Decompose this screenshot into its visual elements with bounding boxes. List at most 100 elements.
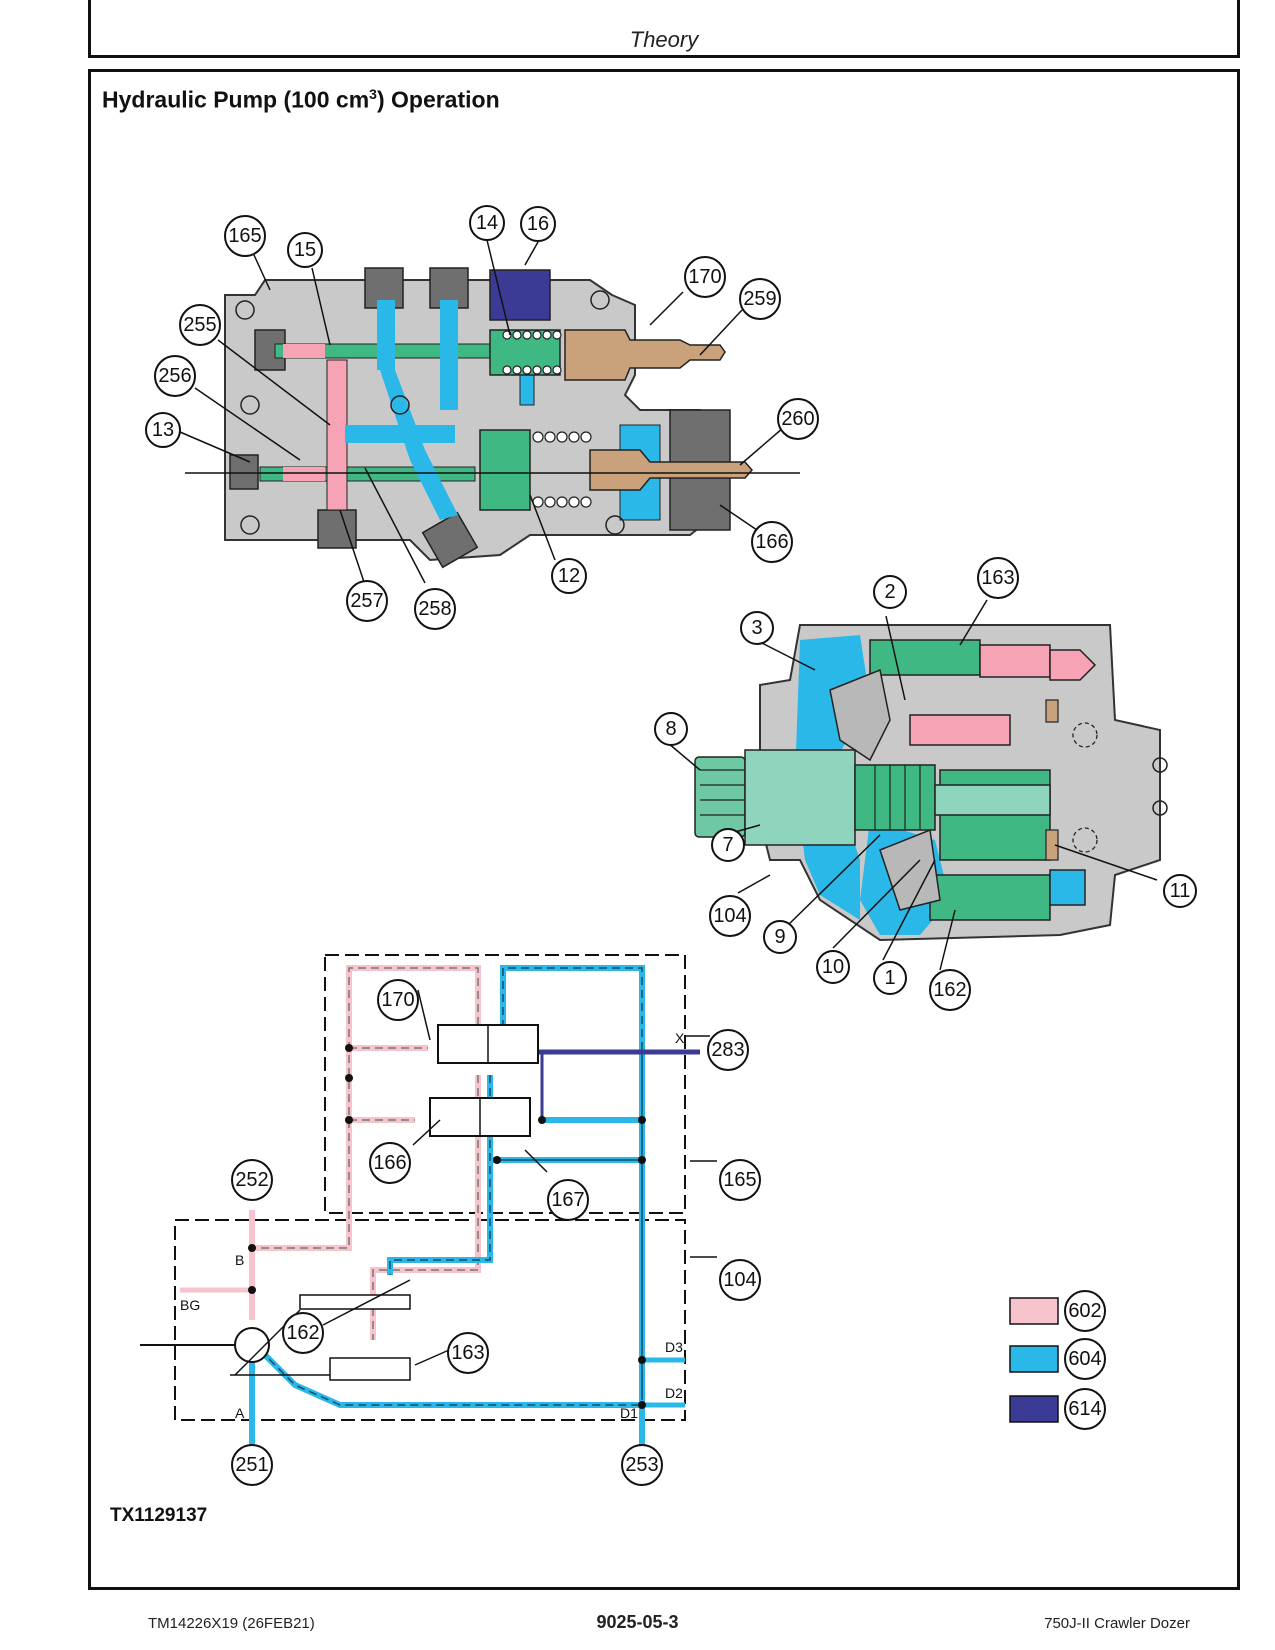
callout-162-schematic: 162 (282, 1312, 324, 1354)
figure-id: TX1129137 (110, 1505, 208, 1526)
callout-12: 12 (551, 558, 587, 594)
callout-104: 104 (709, 895, 751, 937)
callout-15: 15 (287, 232, 323, 268)
legend-item-614: 614 (1009, 1388, 1106, 1430)
callout-2: 2 (873, 575, 907, 609)
callout-165-schematic: 165 (719, 1159, 761, 1201)
callout-166-schematic: 166 (369, 1142, 411, 1184)
svg-text:604: 604 (1068, 1348, 1101, 1370)
svg-text:166: 166 (755, 531, 788, 553)
svg-text:104: 104 (713, 905, 746, 927)
callout-170: 170 (684, 256, 726, 298)
footer-machine: 750J-II Crawler Dozer (1044, 1615, 1190, 1632)
pump-callouts: 3 2 163 8 7 104 9 10 1 162 11 (654, 557, 1197, 1011)
footer-doc-id: TM14226X19 (26FEB21) (148, 1615, 315, 1632)
svg-text:257: 257 (350, 590, 383, 612)
valve-callouts: 165 15 14 16 170 259 255 256 13 260 166 … (145, 205, 819, 630)
callout-253: 253 (621, 1444, 663, 1486)
svg-text:163: 163 (981, 567, 1014, 589)
svg-text:163: 163 (451, 1342, 484, 1364)
svg-text:252: 252 (235, 1169, 268, 1191)
callout-166: 166 (751, 521, 793, 563)
callout-260: 260 (777, 398, 819, 440)
control-valve-drawing (185, 267, 800, 569)
color-legend: 602 604 614 (1009, 1290, 1106, 1430)
port-label-b: B (235, 1252, 244, 1268)
callout-14: 14 (469, 205, 505, 241)
svg-text:260: 260 (781, 408, 814, 430)
content-frame (88, 69, 1240, 1590)
svg-text:602: 602 (1068, 1300, 1101, 1322)
port-label-a: A (235, 1405, 245, 1421)
callout-252: 252 (231, 1159, 273, 1201)
svg-text:3: 3 (751, 617, 762, 639)
legend-item-604: 604 (1009, 1338, 1106, 1380)
title-rest: ) Operation (376, 86, 500, 113)
svg-text:251: 251 (235, 1454, 268, 1476)
svg-text:2: 2 (884, 581, 895, 603)
svg-text:12: 12 (558, 565, 580, 587)
section-title: Theory (629, 27, 699, 52)
hydraulic-schematic: X B BG A D1 D2 D3 (140, 954, 700, 1445)
svg-text:253: 253 (625, 1454, 658, 1476)
callout-13: 13 (145, 412, 181, 448)
svg-text:165: 165 (228, 225, 261, 247)
page-title: Hydraulic Pump (100 cm3) Operation (102, 86, 500, 114)
svg-text:16: 16 (527, 213, 549, 235)
port-label-d2: D2 (665, 1385, 683, 1401)
callout-256: 256 (154, 355, 196, 397)
svg-text:258: 258 (418, 598, 451, 620)
callout-258: 258 (414, 588, 456, 630)
callout-16: 16 (520, 206, 556, 242)
callout-163: 163 (977, 557, 1019, 599)
callout-162: 162 (929, 969, 971, 1011)
title-superscript: 3 (369, 86, 377, 102)
svg-text:167: 167 (551, 1189, 584, 1211)
svg-text:170: 170 (688, 266, 721, 288)
svg-text:166: 166 (373, 1152, 406, 1174)
callout-104-schematic: 104 (719, 1259, 761, 1301)
leader-lines (179, 239, 1158, 1366)
pump-cross-section (694, 624, 1168, 942)
svg-text:165: 165 (723, 1169, 756, 1191)
callout-165: 165 (224, 215, 266, 257)
port-label-x: X (675, 1030, 685, 1046)
svg-text:15: 15 (294, 239, 316, 261)
callout-8: 8 (654, 712, 688, 746)
callout-3: 3 (740, 611, 774, 645)
svg-text:259: 259 (743, 288, 776, 310)
schematic-callouts: 170 283 166 252 167 165 104 162 163 251 … (231, 979, 761, 1486)
legend-item-602: 602 (1009, 1290, 1106, 1332)
svg-text:14: 14 (476, 212, 498, 234)
footer-page-number: 9025-05-3 (596, 1612, 679, 1632)
callout-7: 7 (711, 828, 745, 862)
title-main: Hydraulic Pump (100 cm (102, 86, 370, 113)
svg-text:283: 283 (711, 1039, 744, 1061)
svg-text:162: 162 (286, 1322, 319, 1344)
svg-text:13: 13 (152, 419, 174, 441)
svg-text:162: 162 (933, 979, 966, 1001)
callout-170-schematic: 170 (377, 979, 419, 1021)
port-label-bg: BG (180, 1297, 200, 1313)
svg-text:614: 614 (1068, 1398, 1101, 1420)
svg-text:256: 256 (158, 365, 191, 387)
callout-259: 259 (739, 278, 781, 320)
callout-163-schematic: 163 (447, 1332, 489, 1374)
svg-text:255: 255 (183, 314, 216, 336)
svg-text:1: 1 (884, 967, 895, 989)
callout-251: 251 (231, 1444, 273, 1486)
port-label-d1: D1 (620, 1405, 638, 1421)
callout-11: 11 (1163, 874, 1197, 908)
svg-text:9: 9 (774, 926, 785, 948)
port-label-d3: D3 (665, 1339, 683, 1355)
callout-1: 1 (873, 961, 907, 995)
header-box: Theory (88, 0, 1240, 58)
svg-text:170: 170 (381, 989, 414, 1011)
callout-10: 10 (816, 950, 850, 984)
callout-283: 283 (707, 1029, 749, 1071)
callout-255: 255 (179, 304, 221, 346)
svg-text:104: 104 (723, 1269, 756, 1291)
svg-text:11: 11 (1170, 880, 1191, 902)
callout-167: 167 (547, 1179, 589, 1221)
